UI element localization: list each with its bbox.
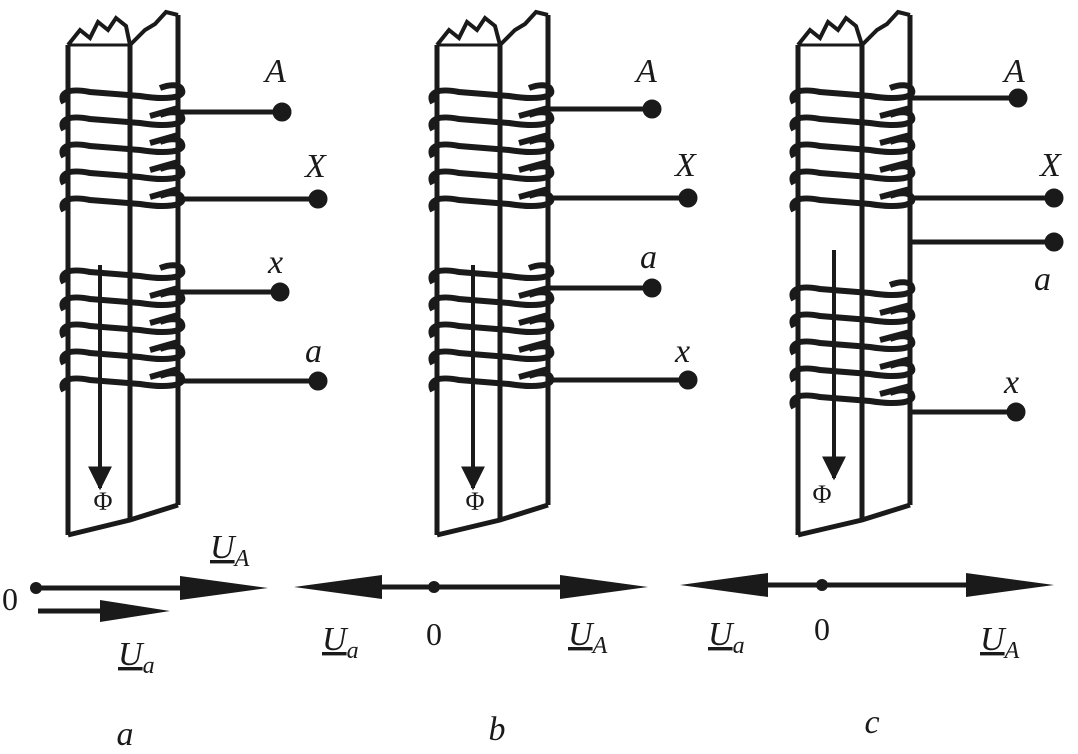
panel-caption-c: c: [864, 704, 879, 741]
winding-lv-b: [428, 262, 555, 393]
panel-a: Φ A X x a 0 UA Ua a: [2, 9, 328, 753]
terminal-label-b-3: a: [640, 239, 657, 276]
winding-lv-a: [59, 262, 186, 393]
terminal-label-c-3: a: [1034, 261, 1051, 298]
panel-b: Φ A X a x 0 Ua UA b: [294, 9, 698, 748]
terminal-label-c-2: X: [1038, 147, 1062, 184]
panel-caption-a: a: [117, 716, 134, 749]
terminal-label-b-4: x: [674, 333, 690, 370]
phasor-UA-label-b: UA: [568, 616, 608, 659]
flux-label-a: Φ: [93, 487, 112, 516]
phasor-Ua-label-a: Ua: [118, 636, 155, 679]
leads-a: [178, 102, 328, 391]
leads-b: [548, 99, 698, 390]
panel-c: Φ A X a x 0 Ua UA c: [680, 9, 1064, 741]
phasor-diagram-a: 0 UA Ua: [2, 529, 268, 679]
panel-caption-b: b: [489, 711, 506, 748]
terminal-label-b-1: A: [634, 53, 657, 90]
phasor-Ua-label-b: Ua: [322, 621, 359, 664]
phasor-origin-b: 0: [426, 616, 442, 652]
flux-label-b: Φ: [465, 487, 484, 516]
phasor-UA-label-c: UA: [980, 621, 1020, 664]
terminal-label-a-4: a: [305, 333, 322, 370]
winding-lv-c: [789, 279, 916, 410]
phasor-diagram-b: 0 Ua UA: [294, 575, 648, 664]
terminal-label-a-1: A: [263, 53, 286, 90]
terminal-label-a-3: x: [267, 244, 283, 281]
terminal-label-b-2: X: [673, 147, 697, 184]
phasor-Ua-label-c: Ua: [708, 616, 745, 659]
winding-hv-a: [59, 82, 186, 213]
leads-c: [910, 88, 1064, 422]
phasor-origin-a: 0: [2, 581, 18, 617]
terminal-label-c-4: x: [1003, 364, 1019, 401]
phasor-diagram-c: 0 Ua UA: [680, 573, 1054, 664]
phasor-origin-c: 0: [814, 611, 830, 647]
terminal-label-a-2: X: [303, 148, 327, 185]
winding-hv-b: [428, 82, 555, 213]
terminal-label-c-1: A: [1002, 53, 1025, 90]
flux-label-c: Φ: [812, 480, 831, 509]
phasor-UA-label-a: UA: [210, 529, 250, 572]
winding-hv-c: [789, 82, 916, 213]
